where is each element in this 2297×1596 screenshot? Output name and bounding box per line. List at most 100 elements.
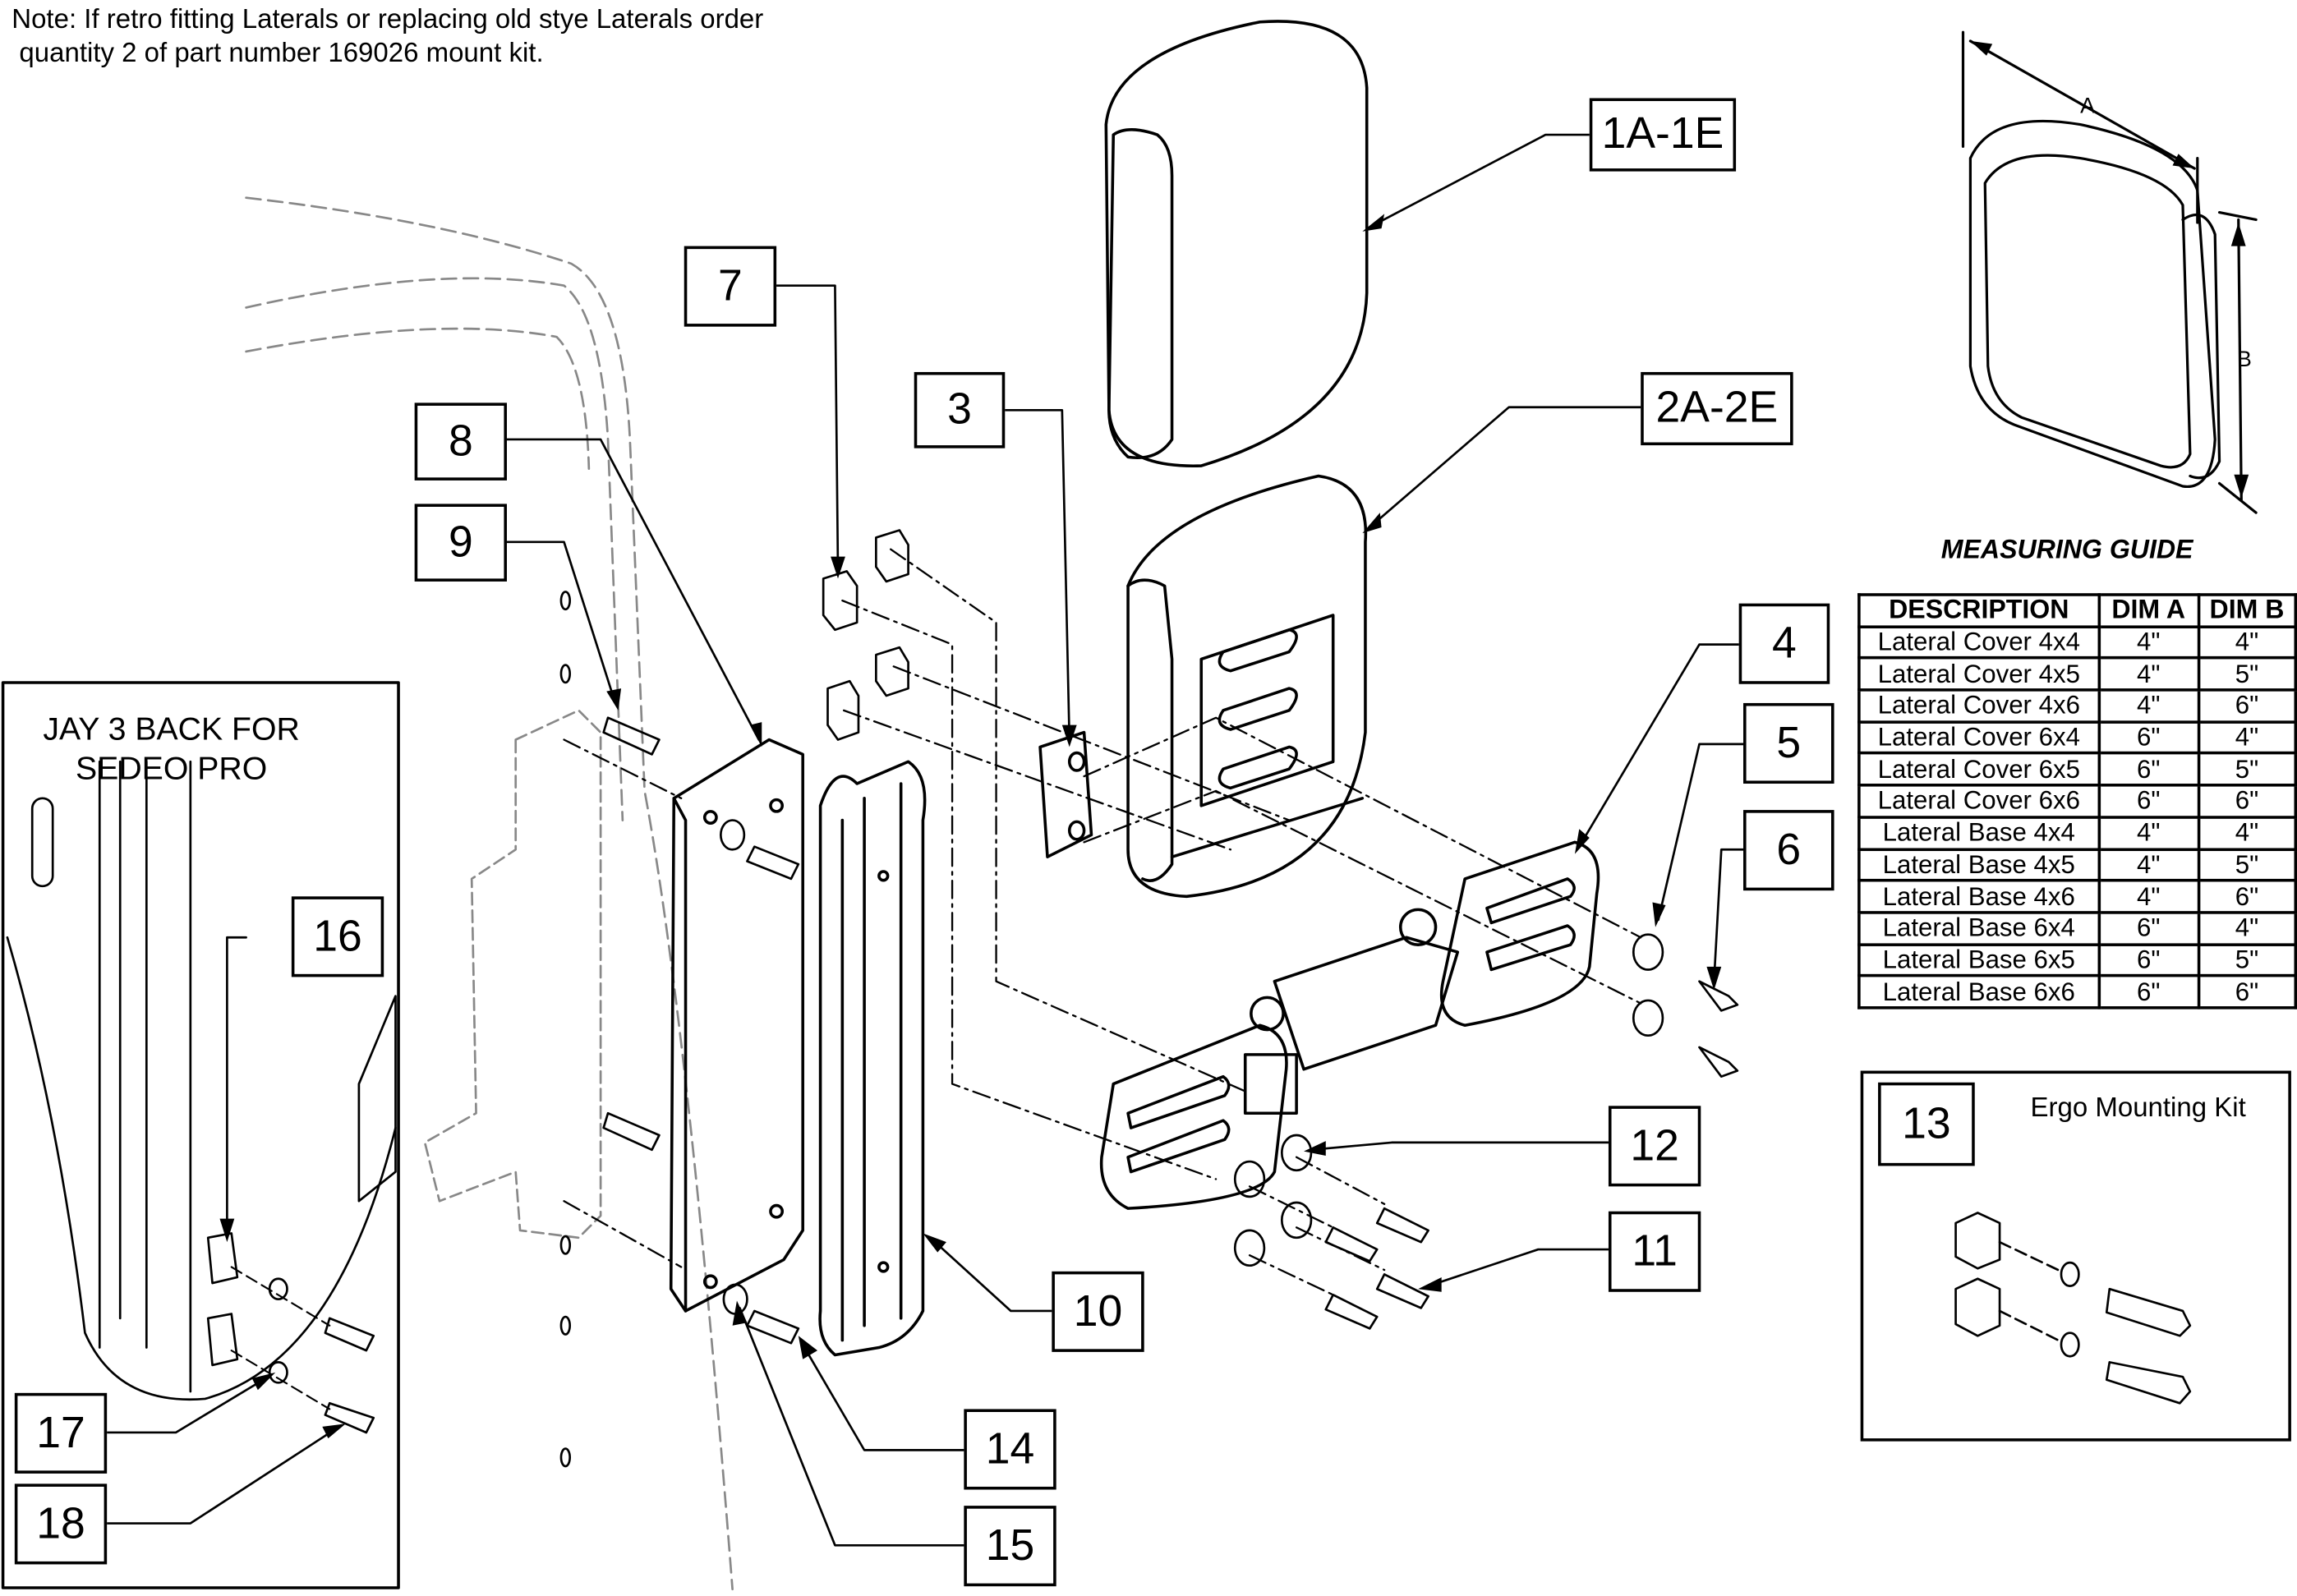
callout-17: 17 [14, 1392, 108, 1474]
cell-dim-b: 6" [2196, 974, 2297, 1010]
cell-dim-b: 5" [2196, 656, 2297, 692]
backrest-outline [245, 196, 734, 1591]
leader-lines [104, 133, 1745, 1547]
cell-dim-a: 4" [2097, 624, 2200, 660]
t-nuts [822, 529, 909, 741]
cell-dim-b: 4" [2196, 815, 2297, 851]
callout-1a-1e: 1A-1E [1589, 98, 1737, 172]
mount-rail [818, 760, 927, 1357]
mount-bracket-outline [423, 709, 602, 1240]
callout-16: 16 [291, 896, 384, 977]
header-dim-b: DIM B [2196, 593, 2297, 628]
callout-7: 7 [684, 246, 777, 327]
lateral-base-pad [1126, 474, 1368, 899]
inset-title-line2: SEDEO PRO [76, 749, 268, 787]
cell-description: Lateral Base 6x6 [1857, 974, 2101, 1010]
cell-dim-b: 4" [2196, 624, 2297, 660]
callout-4: 4 [1738, 603, 1830, 684]
dim-b-label: B [2236, 347, 2252, 372]
callout-3: 3 [914, 371, 1006, 448]
measuring-guide-title: MEASURING GUIDE [1940, 534, 2193, 564]
callout-5: 5 [1743, 702, 1834, 784]
cell-dim-b: 5" [2196, 942, 2297, 977]
cell-description: Lateral Base 6x4 [1857, 910, 2101, 946]
callout-8: 8 [414, 402, 507, 481]
callout-2a-2e: 2A-2E [1641, 371, 1793, 446]
callout-18: 18 [14, 1483, 108, 1565]
cell-dim-b: 6" [2196, 879, 2297, 914]
ergo-kit-label: Ergo Mounting Kit [2030, 1091, 2246, 1122]
header-dim-a: DIM A [2097, 593, 2200, 628]
cell-dim-b: 5" [2196, 847, 2297, 882]
cell-dim-a: 6" [2097, 974, 2200, 1010]
cell-dim-a: 6" [2097, 784, 2200, 819]
cell-dim-a: 4" [2097, 847, 2200, 882]
cell-dim-b: 4" [2196, 910, 2297, 946]
callout-11: 11 [1608, 1211, 1701, 1292]
cell-dim-b: 6" [2196, 784, 2297, 819]
cell-description: Lateral Base 4x5 [1857, 847, 2101, 882]
hinge-bracket [1099, 840, 1600, 1210]
cell-dim-b: 6" [2196, 688, 2297, 724]
inset-title-line1: JAY 3 BACK FOR [43, 710, 300, 747]
cell-description: Lateral Base 4x4 [1857, 815, 2101, 851]
callout-12: 12 [1608, 1106, 1701, 1187]
measuring-arrows [1970, 40, 2249, 499]
callout-13: 13 [1878, 1082, 1975, 1166]
inset-frame [1, 681, 400, 1589]
dimensions-table: DESCRIPTION DIM A DIM B Lateral Cover 4x… [1857, 593, 2297, 1010]
cell-dim-a: 4" [2097, 815, 2200, 851]
header-description: DESCRIPTION [1857, 593, 2101, 628]
cell-dim-a: 4" [2097, 879, 2200, 914]
cell-description: Lateral Cover 6x5 [1857, 752, 2101, 787]
ergo-kit-drawing [1954, 1212, 2192, 1405]
note-text: Note: If retro fitting Laterals or repla… [12, 2, 764, 68]
back-holes [559, 591, 572, 1468]
ergo-kit-box [1860, 1070, 2291, 1442]
callout-10: 10 [1052, 1271, 1144, 1352]
cell-dim-a: 6" [2097, 910, 2200, 946]
cell-description: Lateral Base 6x5 [1857, 942, 2101, 977]
assembly-guides [563, 548, 1642, 1296]
cell-description: Lateral Cover 4x6 [1857, 688, 2101, 724]
dim-a-label: A [2080, 94, 2096, 119]
lateral-cover-pad [1104, 20, 1369, 467]
callout-6: 6 [1743, 810, 1834, 891]
callout-14: 14 [964, 1409, 1056, 1490]
cell-dim-a: 6" [2097, 942, 2200, 977]
cell-dim-a: 4" [2097, 688, 2200, 724]
cell-description: Lateral Cover 4x4 [1857, 624, 2101, 660]
cell-dim-a: 4" [2097, 656, 2200, 692]
measuring-guide-drawing [1961, 30, 2258, 514]
cell-dim-a: 6" [2097, 752, 2200, 787]
callout-9: 9 [414, 504, 507, 582]
nut-plate [1038, 730, 1093, 858]
cell-dim-b: 5" [2196, 752, 2297, 787]
cell-description: Lateral Cover 6x4 [1857, 720, 2101, 756]
cell-description: Lateral Cover 4x5 [1857, 656, 2101, 692]
callout-15: 15 [964, 1506, 1056, 1587]
cell-description: Lateral Base 4x6 [1857, 879, 2101, 914]
cell-dim-a: 6" [2097, 720, 2200, 756]
inset-title: JAY 3 BACK FOR SEDEO PRO [32, 709, 311, 788]
arrowheads [219, 214, 1722, 1439]
spacer-plate [669, 738, 804, 1313]
cell-description: Lateral Cover 6x6 [1857, 784, 2101, 819]
table-header-row: DESCRIPTION DIM A DIM B [1857, 593, 2297, 628]
cell-dim-b: 4" [2196, 720, 2297, 756]
